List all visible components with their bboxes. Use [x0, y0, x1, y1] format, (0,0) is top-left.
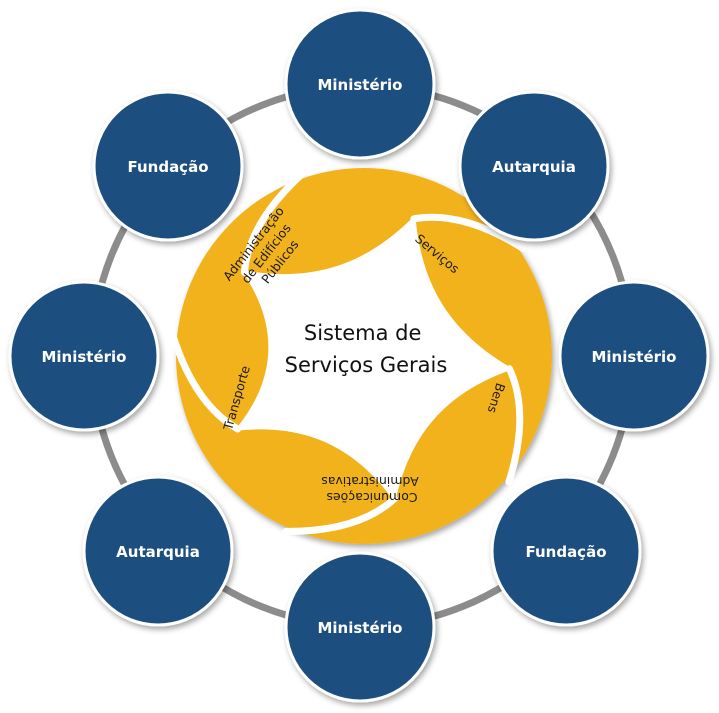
node-autarquia-top-right-label: Autarquia — [492, 158, 576, 176]
node-ministerio-top-label: Ministério — [317, 76, 402, 94]
center-title: Sistema de Serviços Gerais — [285, 321, 448, 377]
node-fundacao-bottom-right-label: Fundação — [525, 543, 606, 561]
node-ministerio-bottom: Ministério — [284, 551, 436, 703]
node-ministerio-top: Ministério — [284, 8, 436, 160]
petal-comunicacoes-line-2: Administrativas — [321, 474, 418, 489]
node-ministerio-left: Ministério — [8, 280, 160, 432]
petal-separator — [282, 495, 398, 535]
node-ministerio-left-label: Ministério — [41, 348, 126, 366]
node-ministerio-right-label: Ministério — [591, 348, 676, 366]
node-fundacao-top-left-label: Fundação — [127, 158, 208, 176]
center-star — [234, 215, 514, 503]
petal-separators — [169, 171, 527, 535]
petal-separator — [240, 171, 305, 276]
node-autarquia-bottom-left-label: Autarquia — [116, 543, 200, 561]
node-fundacao-top-left: Fundação — [92, 90, 244, 242]
node-ministerio-right: Ministério — [558, 280, 710, 432]
petal-separator — [410, 213, 527, 253]
petal-separator — [169, 332, 242, 433]
svg-text:Comunicações Administrat: Comunicações Administrativas — [321, 474, 418, 505]
petal-separator — [505, 365, 524, 486]
node-autarquia-top-right: Autarquia — [458, 90, 610, 242]
node-autarquia-bottom-left: Autarquia — [82, 475, 234, 627]
petal-comunicacoes-label: Comunicações Administrativas — [321, 474, 418, 505]
node-ministerio-bottom-label: Ministério — [317, 619, 402, 637]
center-title-line-2: Serviços Gerais — [285, 353, 448, 377]
center-title-line-1: Sistema de — [304, 321, 422, 345]
node-fundacao-bottom-right: Fundação — [490, 475, 642, 627]
petal-comunicacoes-line-1: Comunicações — [326, 490, 417, 505]
